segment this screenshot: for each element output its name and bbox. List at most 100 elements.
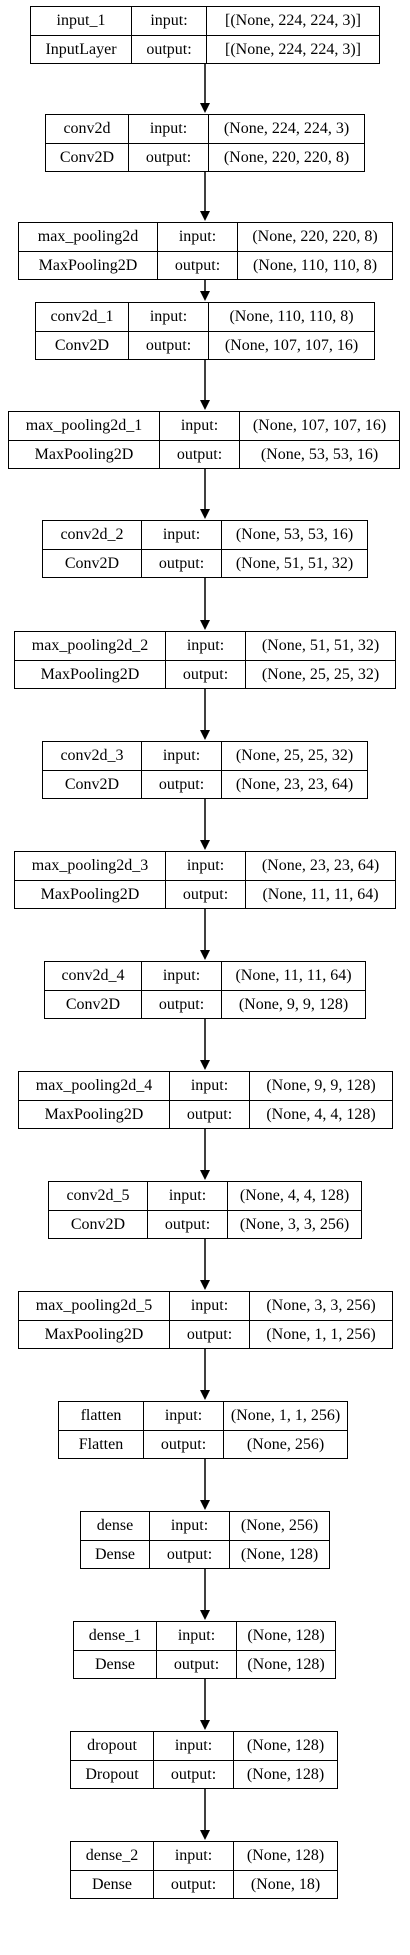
- layer-type: Flatten: [78, 1435, 124, 1453]
- input-shape: (None, 110, 110, 8): [208, 303, 374, 331]
- layer-node-conv2d_1: conv2d_1 input: (None, 110, 110, 8) Conv…: [35, 302, 375, 360]
- layer-type: Conv2D: [59, 148, 115, 166]
- arrowhead-icon: [200, 291, 210, 301]
- node-top-row: conv2d input: (None, 224, 224, 3): [46, 115, 364, 143]
- node-top-row: max_pooling2d input: (None, 220, 220, 8): [19, 223, 392, 251]
- layer-node-flatten: flatten input: (None, 1, 1, 256) Flatten…: [58, 1401, 348, 1459]
- node-bottom-row: Dense output: (None, 18): [71, 1870, 337, 1898]
- input-shape: (None, 25, 25, 32): [221, 742, 367, 770]
- layer-type: Conv2D: [70, 1215, 126, 1233]
- input-label: input:: [128, 115, 208, 143]
- node-bottom-row: Conv2D output: (None, 51, 51, 32): [43, 549, 367, 577]
- input-shape: (None, 23, 23, 64): [245, 852, 395, 880]
- arrowhead-icon: [200, 509, 210, 519]
- layer-node-dropout: dropout input: (None, 128) Dropout outpu…: [70, 1731, 338, 1789]
- layer-node-dense: dense input: (None, 256) Dense output: (…: [80, 1511, 330, 1569]
- layer-name: max_pooling2d: [37, 228, 139, 245]
- node-bottom-row: InputLayer output: [(None, 224, 224, 3)]: [31, 35, 379, 63]
- arrowhead-icon: [200, 211, 210, 221]
- input-label: input:: [159, 412, 239, 440]
- layer-type: Dense: [95, 1545, 135, 1563]
- output-label: output:: [159, 441, 239, 468]
- layer-node-conv2d_2: conv2d_2 input: (None, 53, 53, 16) Conv2…: [42, 520, 368, 578]
- input-shape: (None, 220, 220, 8): [237, 223, 392, 251]
- output-label: output:: [128, 144, 208, 171]
- layer-name: input_1: [56, 12, 106, 29]
- arrowhead-icon: [200, 1830, 210, 1840]
- node-bottom-row: MaxPooling2D output: (None, 4, 4, 128): [19, 1100, 392, 1128]
- layer-name: flatten: [80, 1407, 122, 1424]
- output-shape: (None, 128): [229, 1541, 329, 1568]
- node-top-row: dense input: (None, 256): [81, 1512, 329, 1540]
- output-label: output:: [153, 1761, 233, 1788]
- output-label: output:: [165, 881, 245, 908]
- layer-name: conv2d_5: [66, 1187, 130, 1204]
- node-bottom-row: Dropout output: (None, 128): [71, 1760, 337, 1788]
- layer-node-max_pooling2d_5: max_pooling2d_5 input: (None, 3, 3, 256)…: [18, 1291, 393, 1349]
- node-top-row: conv2d_4 input: (None, 11, 11, 64): [45, 962, 365, 990]
- output-shape: (None, 3, 3, 256): [227, 1211, 361, 1238]
- arrowhead-icon: [200, 620, 210, 630]
- input-label: input:: [156, 1622, 236, 1650]
- arrowhead-icon: [200, 1390, 210, 1400]
- output-label: output:: [169, 1321, 249, 1348]
- arrowhead-icon: [200, 1280, 210, 1290]
- arrowhead-icon: [200, 103, 210, 113]
- output-label: output:: [141, 771, 221, 798]
- node-top-row: conv2d_2 input: (None, 53, 53, 16): [43, 521, 367, 549]
- layer-name: max_pooling2d_2: [31, 637, 149, 654]
- layer-node-conv2d_3: conv2d_3 input: (None, 25, 25, 32) Conv2…: [42, 741, 368, 799]
- input-shape: (None, 11, 11, 64): [221, 962, 365, 990]
- input-shape: (None, 9, 9, 128): [249, 1072, 392, 1100]
- output-label: output:: [165, 661, 245, 688]
- input-shape: (None, 3, 3, 256): [249, 1292, 392, 1320]
- layer-type: MaxPooling2D: [44, 1105, 144, 1123]
- node-top-row: conv2d_1 input: (None, 110, 110, 8): [36, 303, 374, 331]
- input-label: input:: [147, 1182, 227, 1210]
- layer-type: Conv2D: [54, 336, 110, 354]
- layer-name: dense_1: [88, 1627, 142, 1644]
- output-shape: (None, 9, 9, 128): [221, 991, 365, 1018]
- node-top-row: max_pooling2d_2 input: (None, 51, 51, 32…: [15, 632, 395, 660]
- node-bottom-row: Dense output: (None, 128): [74, 1650, 335, 1678]
- node-top-row: max_pooling2d_1 input: (None, 107, 107, …: [9, 412, 399, 440]
- node-bottom-row: MaxPooling2D output: (None, 25, 25, 32): [15, 660, 395, 688]
- input-shape: (None, 224, 224, 3): [208, 115, 364, 143]
- input-label: input:: [143, 1402, 223, 1430]
- output-shape: (None, 51, 51, 32): [221, 550, 367, 577]
- output-label: output:: [131, 36, 206, 63]
- output-shape: (None, 11, 11, 64): [245, 881, 395, 908]
- node-top-row: max_pooling2d_4 input: (None, 9, 9, 128): [19, 1072, 392, 1100]
- layer-type: Dropout: [85, 1765, 139, 1783]
- arrowhead-icon: [200, 400, 210, 410]
- input-label: input:: [128, 303, 208, 331]
- input-label: input:: [141, 962, 221, 990]
- node-bottom-row: Conv2D output: (None, 107, 107, 16): [36, 331, 374, 359]
- layer-node-dense_1: dense_1 input: (None, 128) Dense output:…: [73, 1621, 336, 1679]
- layer-name: conv2d_4: [61, 967, 125, 984]
- layer-node-conv2d: conv2d input: (None, 224, 224, 3) Conv2D…: [45, 114, 365, 172]
- output-label: output:: [128, 332, 208, 359]
- node-bottom-row: Flatten output: (None, 256): [59, 1430, 347, 1458]
- node-bottom-row: MaxPooling2D output: (None, 110, 110, 8): [19, 251, 392, 279]
- layer-type: MaxPooling2D: [40, 885, 140, 903]
- output-shape: (None, 18): [233, 1871, 337, 1898]
- output-label: output:: [147, 1211, 227, 1238]
- input-label: input:: [141, 521, 221, 549]
- input-label: input:: [153, 1732, 233, 1760]
- input-shape: (None, 1, 1, 256): [223, 1402, 347, 1430]
- layer-name: conv2d_2: [60, 526, 124, 543]
- layer-name: conv2d_3: [60, 747, 124, 764]
- layer-type: InputLayer: [45, 40, 117, 58]
- input-shape: (None, 128): [236, 1622, 335, 1650]
- layer-node-conv2d_5: conv2d_5 input: (None, 4, 4, 128) Conv2D…: [48, 1181, 362, 1239]
- output-label: output:: [141, 550, 221, 577]
- layer-type: Conv2D: [64, 554, 120, 572]
- layer-type: MaxPooling2D: [34, 445, 134, 463]
- input-label: input:: [169, 1072, 249, 1100]
- input-shape: (None, 53, 53, 16): [221, 521, 367, 549]
- layer-type: Dense: [92, 1875, 132, 1893]
- node-top-row: conv2d_5 input: (None, 4, 4, 128): [49, 1182, 361, 1210]
